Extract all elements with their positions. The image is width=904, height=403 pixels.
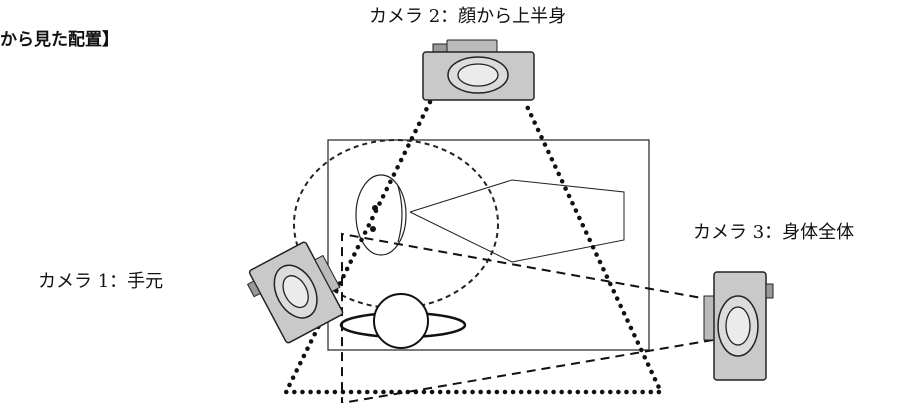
camera-3-icon [703, 271, 774, 381]
face-mark [397, 185, 403, 243]
camera-3-fov-lower [341, 339, 714, 403]
camera-3-fov [341, 232, 714, 403]
camera-1-icon [246, 241, 344, 344]
person-head-icon [373, 293, 429, 349]
camera-1-label: カメラ 1：手元 [38, 271, 164, 292]
camera-2-fov [282, 99, 665, 395]
camera-3-label: カメラ 3：身体全体 [693, 222, 855, 243]
face-ellipse [355, 174, 407, 256]
camera-2-icon [422, 39, 535, 101]
eye-right [370, 226, 376, 232]
desk-rect [327, 139, 650, 351]
camera-2-label: カメラ 2：顔から上半身 [369, 6, 567, 27]
display-trapezoid [409, 179, 625, 263]
figure-title: から見た配置】 [0, 30, 119, 50]
